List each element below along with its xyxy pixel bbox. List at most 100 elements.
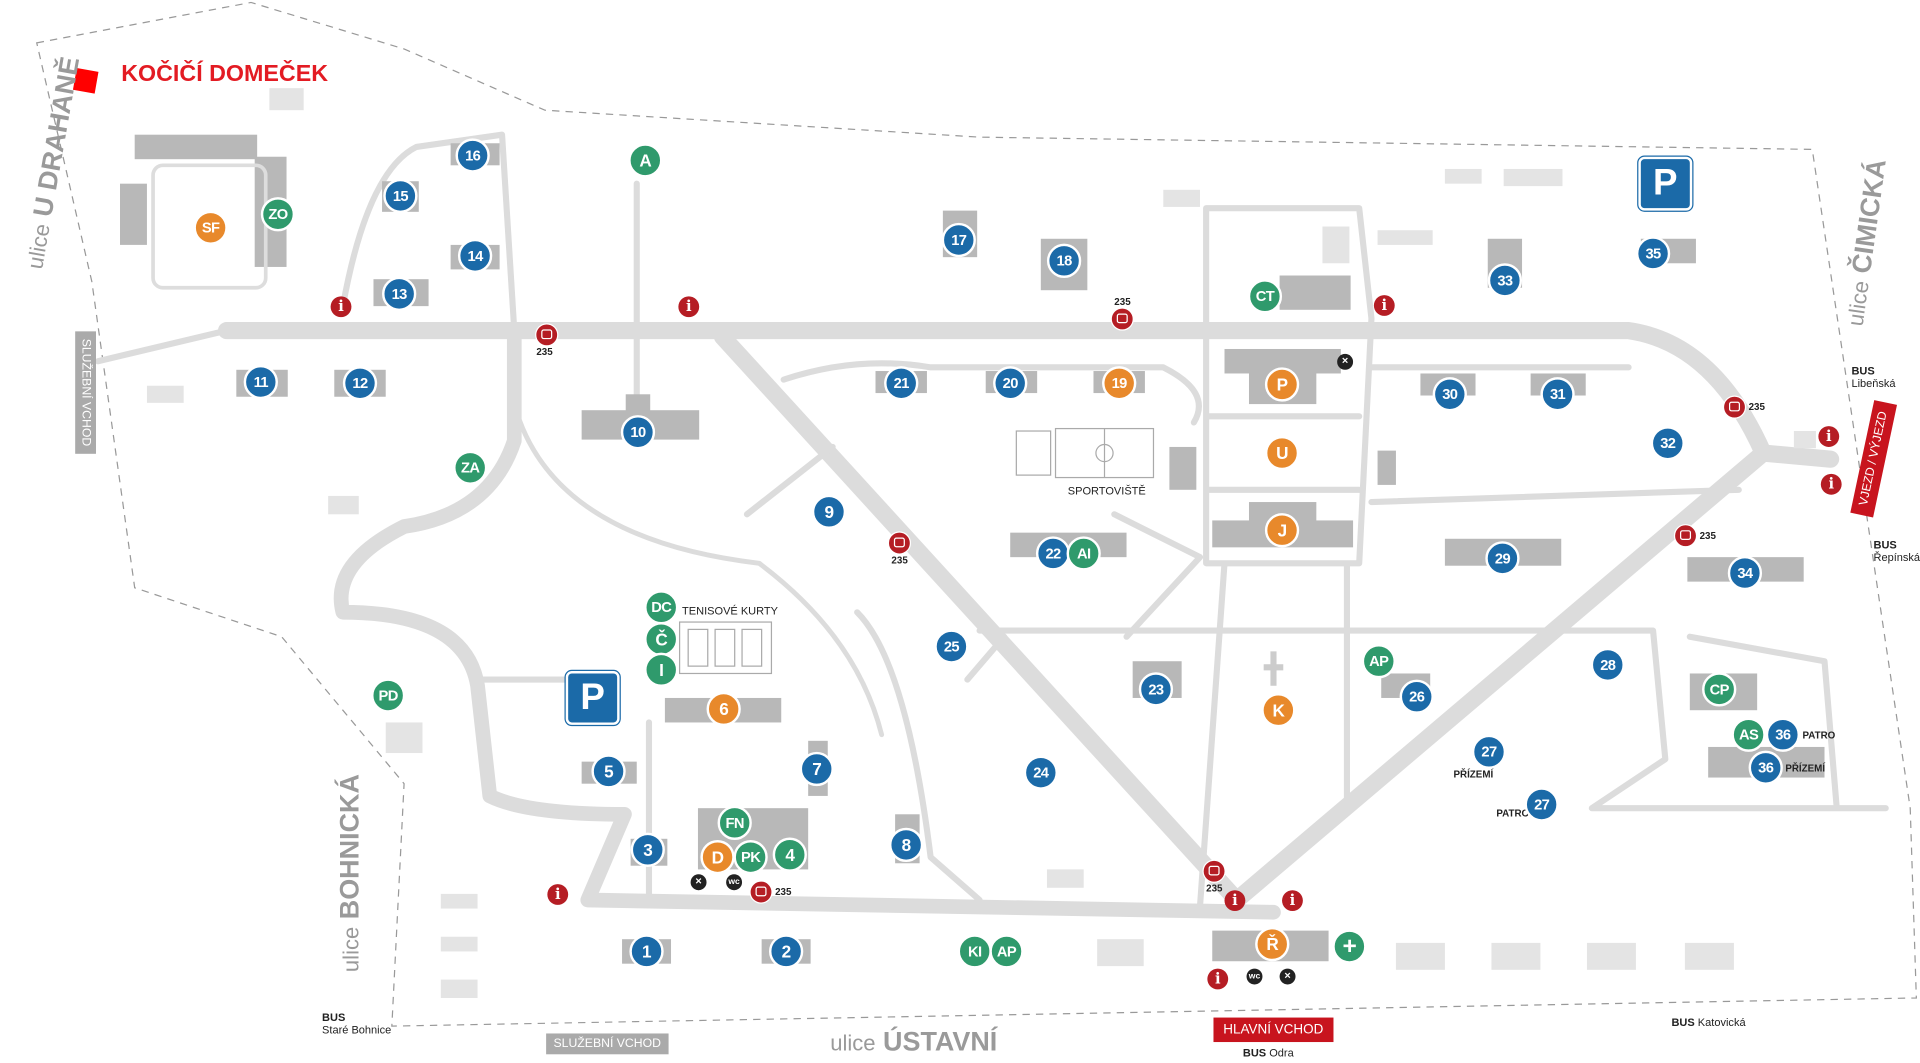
first-aid-icon: + [1332, 929, 1367, 964]
info-icon[interactable]: i [1373, 295, 1395, 316]
service-entrance-left: SLUŽEBNÍ VCHOD [75, 331, 96, 454]
map-marker-34[interactable]: 34 [1727, 555, 1763, 591]
map-marker-35[interactable]: 35 [1635, 236, 1671, 271]
map-marker-dc[interactable]: DC [644, 590, 679, 625]
map-marker-10[interactable]: 10 [620, 415, 656, 450]
info-icon[interactable]: i [1282, 890, 1303, 912]
wc-icon: wc [726, 874, 743, 891]
bus-stop-icon[interactable] [1673, 524, 1698, 548]
map-marker-ap[interactable]: AP [1361, 644, 1396, 679]
map-marker-pd[interactable]: PD [371, 678, 406, 713]
map-marker-32[interactable]: 32 [1650, 426, 1685, 461]
map-marker-2[interactable]: 2 [768, 934, 804, 969]
map-marker-7[interactable]: 7 [799, 751, 834, 787]
map-marker-14[interactable]: 14 [457, 238, 493, 274]
info-icon[interactable]: i [1820, 473, 1842, 495]
parking-icon[interactable]: P [1637, 155, 1694, 212]
sports-area-label: SPORTOVIŠTĚ [1067, 484, 1146, 498]
bus-odra: BUS Odra [1242, 1046, 1294, 1060]
map-marker-30[interactable]: 30 [1432, 377, 1467, 412]
map-marker-fn[interactable]: FN [717, 805, 752, 841]
map-marker-25[interactable]: 25 [934, 629, 969, 664]
floor-label: PŘÍZEMÍ [1453, 768, 1494, 781]
bus-stop-icon[interactable] [749, 880, 773, 904]
map-marker-ct[interactable]: CT [1247, 279, 1283, 314]
bus-line-label: 235 [1206, 882, 1223, 894]
info-icon[interactable]: i [547, 884, 569, 905]
info-icon[interactable]: i [678, 296, 700, 318]
info-icon[interactable]: i [330, 296, 352, 318]
map-marker-1[interactable]: 1 [629, 934, 664, 969]
tennis-courts-label: TENISOVÉ KURTY [682, 604, 778, 618]
map-marker-26[interactable]: 26 [1399, 679, 1434, 714]
bus-stop-icon[interactable] [1202, 859, 1226, 883]
bus-line-label: 235 [1748, 401, 1765, 413]
map-marker-17[interactable]: 17 [941, 222, 976, 258]
map-marker-ki[interactable]: KI [957, 934, 992, 969]
map-marker-a[interactable]: A [628, 143, 663, 178]
map-marker-9[interactable]: 9 [811, 494, 847, 529]
map-marker-ap[interactable]: AP [989, 934, 1024, 969]
map-marker-d[interactable]: D [700, 840, 735, 875]
map-marker-11[interactable]: 11 [243, 364, 278, 400]
map-marker-6[interactable]: 6 [706, 691, 741, 727]
sports-field [1015, 427, 1155, 479]
bus-line-label: 235 [1699, 530, 1716, 542]
map-marker-33[interactable]: 33 [1487, 263, 1523, 298]
map-marker-4[interactable]: 4 [772, 837, 807, 872]
map-marker-č[interactable]: Č [644, 622, 679, 657]
map-marker-u[interactable]: U [1264, 435, 1300, 471]
map-marker-zo[interactable]: ZO [260, 197, 296, 232]
map-marker-16[interactable]: 16 [455, 138, 490, 173]
map-marker-36[interactable]: 36 [1748, 750, 1783, 785]
map-marker-za[interactable]: ZA [453, 450, 488, 485]
bus-stop-icon[interactable] [1722, 395, 1747, 419]
map-marker-8[interactable]: 8 [888, 827, 924, 863]
bus-stop-icon[interactable] [1110, 307, 1134, 331]
chapel-cross-icon [1263, 651, 1284, 686]
map-marker-27[interactable]: 27 [1471, 734, 1507, 769]
map-marker-j[interactable]: J [1264, 513, 1300, 548]
map-marker-p[interactable]: P [1264, 367, 1300, 402]
map-marker-19[interactable]: 19 [1102, 366, 1137, 401]
map-marker-sf[interactable]: SF [193, 210, 228, 245]
map-marker-28[interactable]: 28 [1590, 647, 1625, 683]
map-marker-27[interactable]: 27 [1524, 787, 1559, 822]
map-marker-i[interactable]: I [644, 652, 679, 687]
map-marker-21[interactable]: 21 [884, 366, 919, 401]
map-marker-24[interactable]: 24 [1023, 755, 1058, 790]
info-icon[interactable]: i [1207, 968, 1229, 990]
map-marker-18[interactable]: 18 [1046, 243, 1082, 278]
map-marker-31[interactable]: 31 [1540, 377, 1575, 412]
map-marker-13[interactable]: 13 [382, 276, 417, 312]
map-marker-36[interactable]: 36 [1765, 717, 1801, 752]
map-marker-15[interactable]: 15 [383, 178, 418, 214]
map-marker-pk[interactable]: PK [733, 840, 768, 875]
map-marker-as[interactable]: AS [1731, 717, 1766, 752]
floor-label: PATRO [1802, 729, 1836, 741]
street-ustavni: ulice ÚSTAVNÍ [830, 1026, 998, 1057]
map-marker-5[interactable]: 5 [591, 754, 626, 789]
map-marker-12[interactable]: 12 [342, 366, 378, 401]
map-marker-ř[interactable]: Ř [1255, 926, 1290, 962]
map-marker-22[interactable]: 22 [1035, 536, 1071, 571]
info-icon[interactable]: i [1818, 426, 1840, 447]
bus-stop-icon[interactable] [887, 531, 912, 555]
bus-stop-icon[interactable] [535, 323, 559, 347]
map-marker-23[interactable]: 23 [1138, 672, 1174, 707]
map-marker-3[interactable]: 3 [630, 832, 665, 867]
wc-icon: wc [1246, 968, 1263, 985]
parking-icon[interactable]: P [564, 669, 621, 727]
map-marker-k[interactable]: K [1261, 693, 1296, 728]
map-marker-20[interactable]: 20 [993, 366, 1028, 401]
map-marker-ai[interactable]: AI [1066, 536, 1101, 571]
map-marker-cp[interactable]: CP [1702, 672, 1737, 707]
info-icon[interactable]: i [1224, 890, 1246, 912]
tennis-courts [678, 621, 773, 675]
boundary [35, 1, 1917, 1027]
map-marker-29[interactable]: 29 [1485, 541, 1520, 576]
